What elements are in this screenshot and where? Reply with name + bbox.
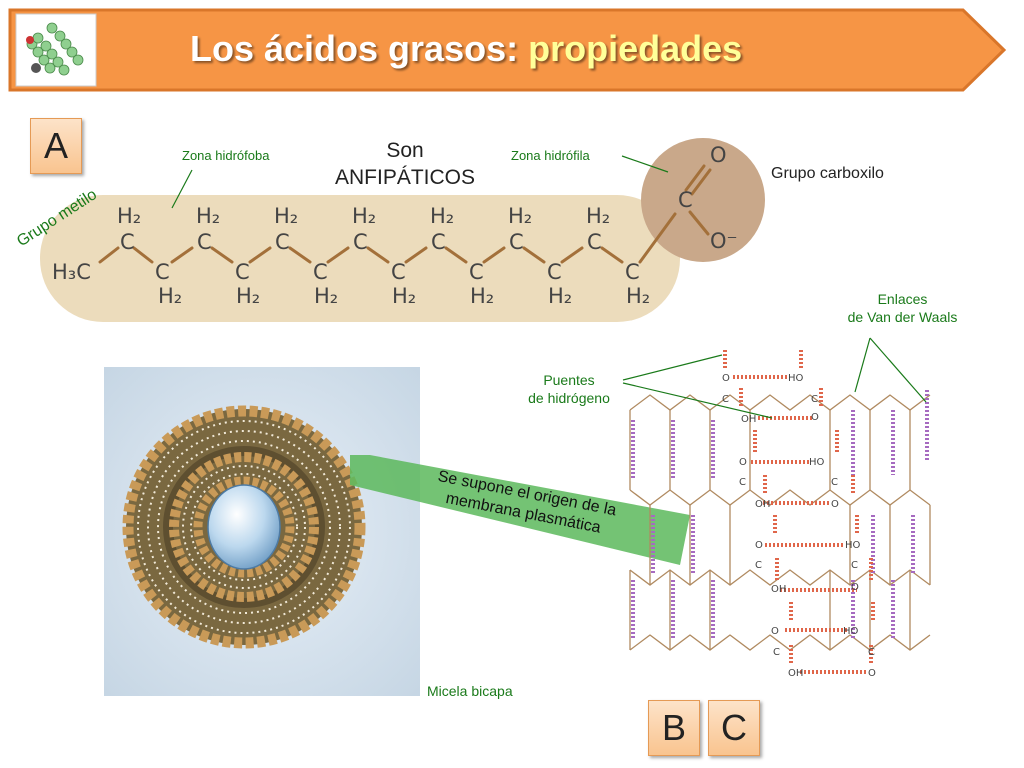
chain-hydrogen: H₂ (314, 284, 339, 308)
ionized-oxygen: O⁻ (710, 229, 738, 253)
hydrophobic-zone-label: Zona hidrófoba (182, 148, 270, 163)
hydrogen-bonds-line-2: de hidrógeno (528, 390, 610, 406)
chain-carbon: C (313, 260, 328, 284)
lattice-carbon: C (868, 647, 875, 658)
chain-carbon: C (120, 230, 135, 254)
lattice-hydroxyl: HO (809, 457, 825, 468)
van-der-waals-bonds (631, 390, 929, 640)
lattice-hydroxyl: HO (845, 540, 861, 551)
bilayer-micelle-illustration (104, 367, 420, 696)
chain-carbon: C (547, 260, 562, 284)
title-banner (8, 8, 1007, 92)
bond-lattice-diagram: O C HO C O OH O C HO C O OH O C HO C O O… (629, 350, 931, 679)
lattice-carbon: C (811, 394, 818, 405)
chain-hydrogen: H₂ (430, 204, 455, 228)
hydrogen-bonds-line-1: Puentes (543, 372, 595, 388)
chain-hydrogen: H₂ (158, 284, 183, 308)
chain-carbon: C (197, 230, 212, 254)
vdw-line-1: Enlaces (877, 291, 928, 307)
hydrophilic-pointer (621, 155, 669, 173)
lattice-hydroxyl: OH (788, 668, 803, 679)
hydrophobic-pointer (171, 169, 193, 209)
chain-carbon: C (509, 230, 524, 254)
hydrophilic-zone-label: Zona hidrófila (511, 148, 590, 163)
lattice-oxygen: O (831, 499, 839, 510)
chain-carbon: C (469, 260, 484, 284)
carbon-chain-bonds (98, 164, 712, 264)
lattice-carbon: C (851, 560, 858, 571)
carboxyl-carbon: C (678, 188, 693, 212)
amphipathic-line-1: Son (386, 139, 424, 162)
chain-carbon: C (431, 230, 446, 254)
title-highlight: propiedades (528, 28, 743, 69)
lattice-hydroxyl: OH (755, 499, 770, 510)
molecule-model-icon (15, 13, 97, 87)
chain-carbon: C (391, 260, 406, 284)
panel-label-b: B (648, 700, 700, 756)
lattice-oxygen: O (755, 540, 763, 551)
hydrogen-bonds-label: Puentes de hidrógeno (515, 371, 623, 407)
hydrophobic-tail-background (40, 195, 680, 322)
van-der-waals-label: Enlaces de Van der Waals (830, 290, 975, 326)
lattice-oxygen: O (868, 668, 876, 679)
chain-hydrogen: H₂ (470, 284, 495, 308)
lattice-carbon: C (722, 394, 729, 405)
fatty-acid-diagram (40, 138, 765, 322)
lattice-hydroxyl: OH (741, 414, 756, 425)
chain-hydrogen: H₂ (392, 284, 417, 308)
vdw-line-2: de Van der Waals (847, 309, 958, 325)
plasma-membrane-note-shape (350, 455, 690, 565)
lattice-carbon: C (773, 647, 780, 658)
panel-label-c: C (708, 700, 760, 756)
chain-hydrogen: H₂ (548, 284, 573, 308)
chain-carbon: C (155, 260, 170, 284)
chain-carbon: C (587, 230, 602, 254)
carboxyl-group-label: Grupo carboxilo (771, 165, 884, 182)
bilayer-micelle-label: Micela bicapa (427, 683, 513, 699)
page-title: Los ácidos grasos: propiedades (190, 28, 742, 70)
chain-hydrogen: H₂ (274, 204, 299, 228)
chain-carbon: C (353, 230, 368, 254)
amphipathic-line-2: ANFIPÁTICOS (334, 166, 476, 189)
chain-hydrogen: H₂ (508, 204, 533, 228)
carbonyl-oxygen: O (710, 143, 727, 167)
lattice-oxygen: O (771, 626, 779, 637)
methyl-group-formula: H₃C (52, 260, 91, 284)
chain-hydrogen: H₂ (236, 284, 261, 308)
lattice-oxygen: O (739, 457, 747, 468)
hydrogen-bonds (723, 350, 875, 674)
chain-hydrogen: H₂ (117, 204, 142, 228)
chain-hydrogen: H₂ (352, 204, 377, 228)
lattice-hydroxyl: HO (788, 373, 804, 384)
lattice-carbon: C (831, 477, 838, 488)
chain-carbon: C (625, 260, 640, 284)
chain-carbon: C (235, 260, 250, 284)
amphipathic-label: Son ANFIPÁTICOS (300, 137, 510, 191)
lattice-oxygen: O (851, 582, 859, 593)
chain-hydrogen: H₂ (196, 204, 221, 228)
lattice-oxygen: O (722, 373, 730, 384)
chain-hydrogen: H₂ (586, 204, 611, 228)
chain-hydrogen: H₂ (626, 284, 651, 308)
hexagon-grid (629, 394, 931, 651)
lattice-hydroxyl: OH (771, 584, 786, 595)
chain-carbon: C (275, 230, 290, 254)
lattice-carbon: C (739, 477, 746, 488)
panel-label-a: A (30, 118, 82, 174)
title-main: Los ácidos grasos: (190, 28, 519, 69)
lattice-oxygen: O (811, 412, 819, 423)
lattice-hydroxyl: HO (843, 626, 859, 637)
carboxyl-circle (641, 138, 765, 262)
lattice-carbon: C (755, 560, 762, 571)
